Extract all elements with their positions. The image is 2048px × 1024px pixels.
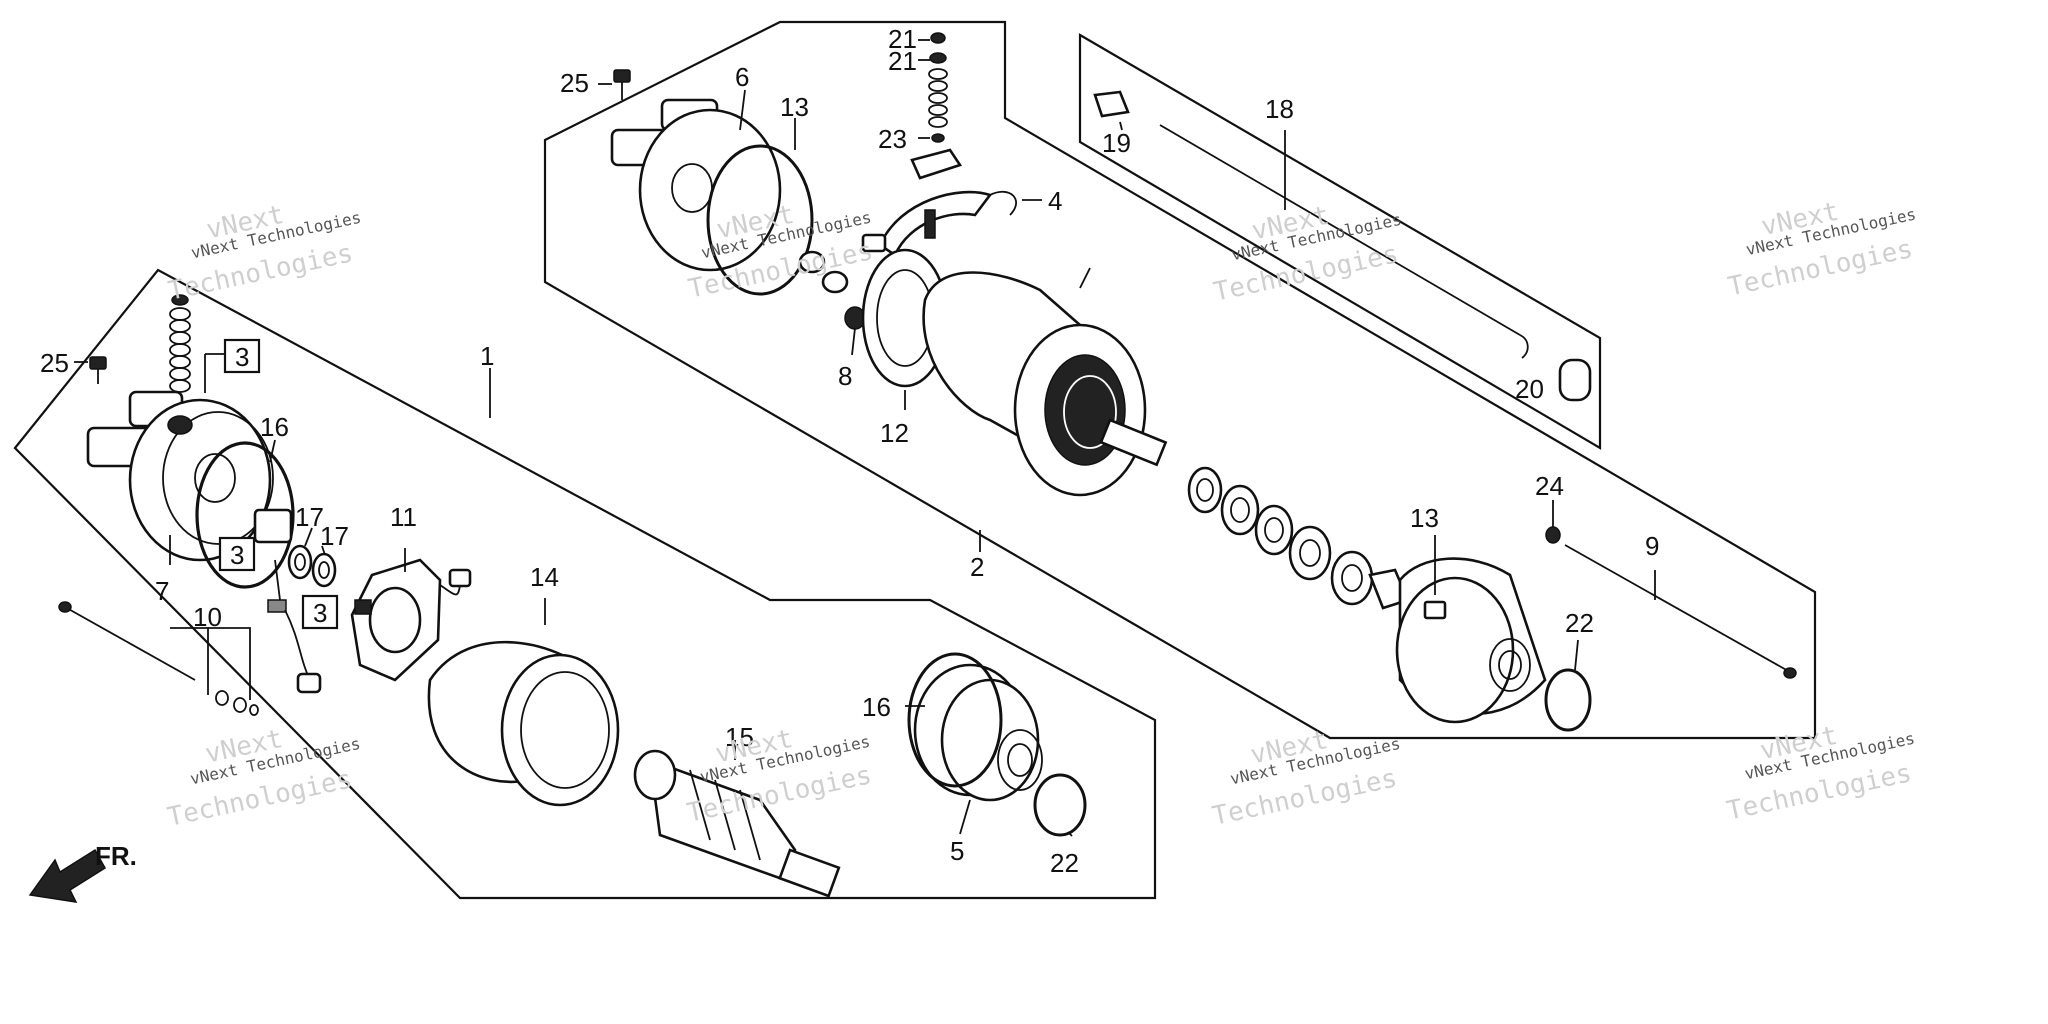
- cable-18: [1093, 90, 1592, 402]
- callout-21b: 21: [888, 46, 917, 76]
- watermark-far-right-bottom: vNext Technologies vNext Technologies: [1724, 721, 1916, 827]
- callout-10: 10: [193, 602, 222, 632]
- rear-cover-7: [86, 390, 274, 562]
- watermarks: vNext Technologies vNext Technologies vN…: [165, 197, 1918, 833]
- callout-17a: 17: [295, 502, 324, 532]
- brush-holder-4: [861, 190, 1017, 257]
- watermark-center-top: vNext Technologies vNext Technologies: [686, 200, 876, 305]
- callout-2: 2: [970, 552, 984, 582]
- leader-lines: [74, 39, 1656, 837]
- callout-23: 23: [878, 124, 907, 154]
- callout-15: 15: [725, 722, 754, 752]
- callout-11: 11: [390, 502, 417, 532]
- yoke-14: [427, 640, 620, 807]
- nut-24: [1545, 526, 1561, 544]
- o-ring-13-center: [706, 144, 814, 296]
- callout-14: 14: [530, 562, 559, 592]
- o-ring-16-left: [195, 441, 295, 589]
- watermark-right-top: vNext Technologies vNext Technologies: [1211, 201, 1403, 308]
- callout-3c: 3: [313, 598, 327, 628]
- washer-stack-3-left: [169, 294, 191, 393]
- callout-1: 1: [480, 341, 494, 371]
- assembly-frame-18: [1078, 33, 1602, 450]
- assembly-frame-2: [543, 20, 1817, 740]
- washers-center: [798, 250, 849, 294]
- callout-24: 24: [1535, 471, 1564, 501]
- callout-25-left: 25: [40, 348, 69, 378]
- o-ring-22-right: [1544, 668, 1592, 732]
- callout-19: 19: [1102, 128, 1131, 158]
- through-bolt-9: [1564, 544, 1797, 679]
- callout-12: 12: [880, 418, 909, 448]
- bolt-25-left: [89, 356, 107, 384]
- label-box-3b: [218, 536, 256, 572]
- callout-3a: 3: [235, 342, 249, 372]
- washer-stack-21: [928, 32, 948, 143]
- callout-17b: 17: [320, 521, 349, 551]
- callout-5: 5: [950, 836, 964, 866]
- label-box-3a: [223, 338, 261, 374]
- front-cover-13-right: [1395, 557, 1547, 724]
- callout-7: 7: [155, 576, 169, 606]
- callout-16-front: 16: [862, 692, 891, 722]
- callout-6: 6: [735, 62, 749, 92]
- watermark-bottom-left: vNext Technologies vNext Technologies: [165, 724, 362, 833]
- callout-numbers: 1 2 3 3 3 4 5 6 7 8 9 10 11 12 13 13 14 …: [40, 24, 1659, 878]
- watermark-bottom-right: vNext Technologies vNext Technologies: [1210, 725, 1402, 832]
- callout-25-center: 25: [560, 68, 589, 98]
- watermark-bottom-center: vNext Technologies vNext Technologies: [684, 724, 874, 829]
- shims-washers: [1187, 466, 1410, 610]
- armature-15: [633, 749, 841, 898]
- watermark-far-right-top: vNext Technologies vNext Technologies: [1725, 197, 1917, 303]
- front-direction-arrow: FR.: [28, 841, 137, 903]
- brush-holder-11: [350, 558, 472, 682]
- label-box-3c: [301, 594, 339, 630]
- fr-label: FR.: [95, 841, 137, 871]
- assembly-frame-1: [13, 268, 1157, 900]
- callout-13-center: 13: [780, 92, 809, 122]
- callout-13-right: 13: [1410, 503, 1439, 533]
- yoke-assembly-2: [922, 271, 1168, 497]
- callout-18: 18: [1265, 94, 1294, 124]
- bolt-25-center: [613, 69, 631, 100]
- o-ring-16-front: [907, 652, 1003, 788]
- callout-8: 8: [838, 361, 852, 391]
- callout-16-left: 16: [260, 412, 289, 442]
- callout-9: 9: [1645, 531, 1659, 561]
- callout-20: 20: [1515, 374, 1544, 404]
- o-ring-22-front: [1033, 773, 1087, 837]
- callout-3b: 3: [230, 540, 244, 570]
- callout-4: 4: [1048, 186, 1062, 216]
- terminal-bracket-23: [910, 148, 963, 180]
- callout-22-right: 22: [1565, 608, 1594, 638]
- through-bolt-10: [58, 601, 259, 716]
- callout-22-front: 22: [1050, 848, 1079, 878]
- callout-21a: 21: [888, 24, 917, 54]
- watermark-top-left: vNext Technologies vNext Technologies: [166, 200, 363, 307]
- terminal-bolt-3: [253, 508, 322, 694]
- washers-17: [287, 544, 337, 588]
